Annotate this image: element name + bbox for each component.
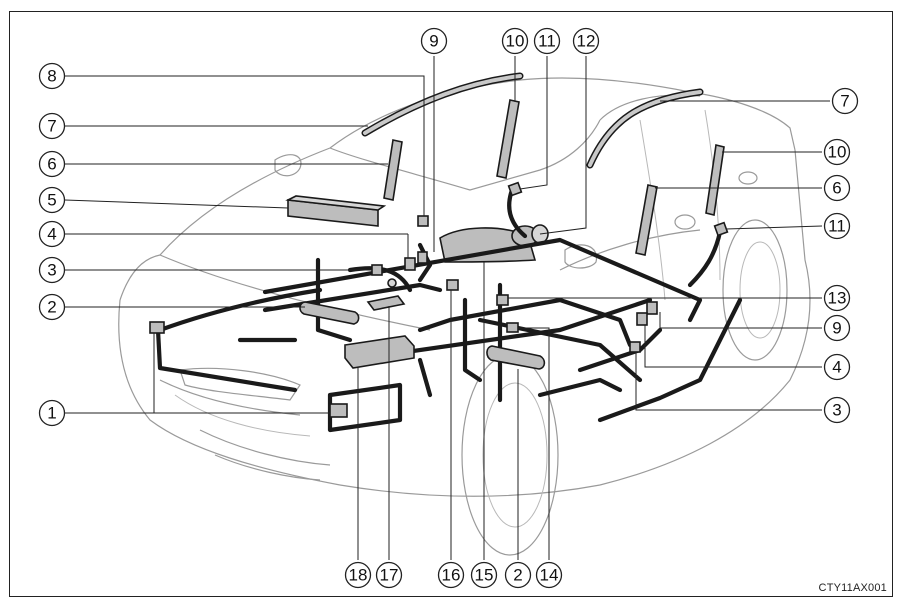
leader-lines bbox=[64, 56, 830, 560]
inflator-right bbox=[486, 345, 546, 370]
curtain-airbag-right bbox=[586, 88, 704, 169]
airbag-ecu bbox=[344, 335, 415, 369]
sensor-8 bbox=[417, 215, 429, 227]
front-sensor-center bbox=[329, 403, 348, 418]
svg-text:3: 3 bbox=[47, 261, 56, 280]
callout-11-top: 11 bbox=[533, 27, 561, 55]
svg-text:4: 4 bbox=[47, 225, 56, 244]
callout-3-right: 3 bbox=[823, 396, 851, 424]
svg-text:12: 12 bbox=[577, 32, 596, 51]
svg-text:5: 5 bbox=[47, 191, 56, 210]
callout-7-left: 7 bbox=[38, 112, 66, 140]
callout-15: 15 bbox=[470, 561, 498, 589]
sensor-14 bbox=[506, 322, 519, 333]
svg-text:2: 2 bbox=[513, 566, 522, 585]
inflator-left bbox=[299, 301, 360, 325]
callout-6-left: 6 bbox=[38, 150, 66, 178]
svg-text:1: 1 bbox=[47, 404, 56, 423]
callout-4-right: 4 bbox=[823, 353, 851, 381]
rear-side-airbag-right bbox=[705, 144, 725, 216]
curtain-airbag-left bbox=[361, 72, 524, 137]
callout-6-right: 6 bbox=[823, 174, 851, 202]
side-airbag-left bbox=[383, 139, 403, 201]
sensor-9-left bbox=[417, 251, 428, 264]
callouts: 1 2 3 4 5 6 7 8 9 10 11 12 7 10 6 11 13 … bbox=[38, 27, 859, 589]
svg-text:11: 11 bbox=[828, 217, 846, 236]
sensor-13 bbox=[496, 294, 509, 306]
svg-text:2: 2 bbox=[47, 298, 56, 317]
callout-12: 12 bbox=[572, 27, 600, 55]
callout-13: 13 bbox=[823, 284, 851, 312]
side-airbag-right bbox=[635, 184, 658, 256]
callout-14: 14 bbox=[535, 561, 563, 589]
callout-5: 5 bbox=[38, 186, 66, 214]
svg-text:7: 7 bbox=[47, 117, 56, 136]
callout-7-right: 7 bbox=[831, 87, 859, 115]
sensor-3-left bbox=[371, 264, 383, 276]
svg-text:17: 17 bbox=[380, 566, 399, 585]
rear-side-airbag-left bbox=[496, 99, 520, 179]
svg-text:8: 8 bbox=[47, 67, 56, 86]
sensor-11-right bbox=[713, 221, 729, 237]
callout-2-left: 2 bbox=[38, 293, 66, 321]
svg-text:9: 9 bbox=[429, 32, 438, 51]
car-body-outline bbox=[118, 77, 811, 556]
svg-text:10: 10 bbox=[828, 143, 847, 162]
callout-4-left: 4 bbox=[38, 220, 66, 248]
svg-text:6: 6 bbox=[832, 179, 841, 198]
callout-10-right: 10 bbox=[823, 138, 851, 166]
figure-code: CTY11AX001 bbox=[818, 582, 887, 594]
callout-16: 16 bbox=[437, 561, 465, 589]
front-sensor-left bbox=[149, 321, 165, 334]
callout-9-right: 9 bbox=[823, 314, 851, 342]
svg-text:15: 15 bbox=[475, 566, 494, 585]
svg-text:9: 9 bbox=[832, 319, 841, 338]
callout-1: 1 bbox=[38, 399, 66, 427]
callout-10-top: 10 bbox=[501, 27, 529, 55]
svg-text:14: 14 bbox=[540, 566, 559, 585]
callout-2-bottom: 2 bbox=[504, 561, 532, 589]
callout-9-top: 9 bbox=[420, 27, 448, 55]
svg-text:18: 18 bbox=[349, 566, 368, 585]
svg-text:16: 16 bbox=[442, 566, 461, 585]
callout-8: 8 bbox=[38, 62, 66, 90]
sensor-16 bbox=[446, 279, 459, 291]
svg-text:3: 3 bbox=[832, 401, 841, 420]
pretensioner-module bbox=[366, 295, 406, 311]
svg-text:13: 13 bbox=[828, 289, 847, 308]
callout-11-right: 11 bbox=[823, 212, 851, 240]
svg-text:7: 7 bbox=[840, 92, 849, 111]
sensor-9-right bbox=[646, 301, 658, 315]
callout-17: 17 bbox=[375, 561, 403, 589]
callout-18: 18 bbox=[344, 561, 372, 589]
sensor-4-left bbox=[404, 257, 416, 271]
svg-text:11: 11 bbox=[538, 32, 556, 51]
svg-text:4: 4 bbox=[832, 358, 841, 377]
callout-3-left: 3 bbox=[38, 256, 66, 284]
sensor-4-right bbox=[636, 312, 648, 326]
svg-text:10: 10 bbox=[506, 32, 525, 51]
sensor-11-left bbox=[507, 181, 523, 197]
svg-text:6: 6 bbox=[47, 155, 56, 174]
sensor-3-right bbox=[629, 341, 641, 353]
